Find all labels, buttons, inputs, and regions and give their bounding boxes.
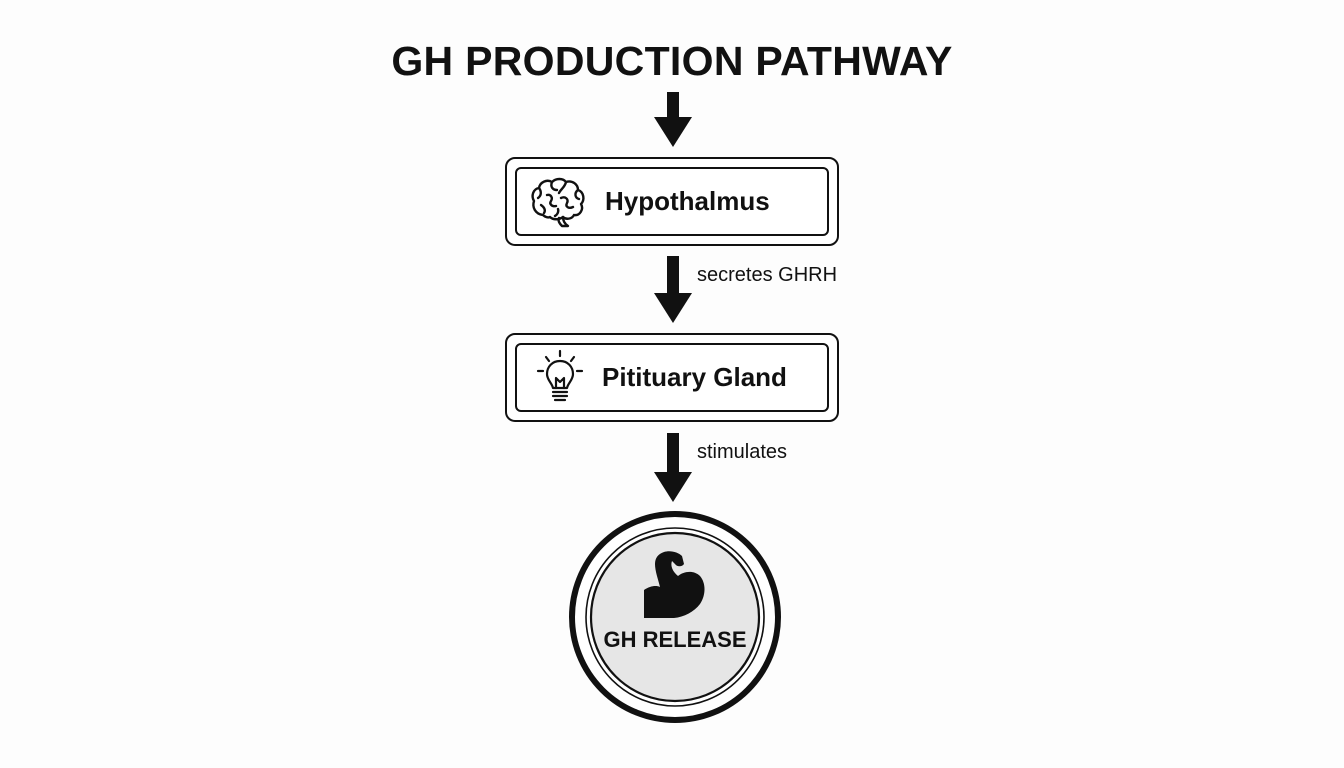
- pituitary-gland-node-inner-border: [515, 343, 829, 412]
- diagram-title: GH PRODUCTION PATHWAY: [391, 38, 953, 84]
- flexed-bicep-icon: [644, 551, 705, 618]
- pituitary-gland-label: Pitituary Gland: [602, 362, 787, 392]
- arrow-hypothalmus-to-pituitary: [654, 256, 692, 323]
- edge-label-stimulates: stimulates: [697, 441, 788, 463]
- brain-icon: [531, 177, 585, 228]
- hypothalmus-node-inner-border: [515, 167, 829, 236]
- gh-release-node: GH RELEASE: [568, 510, 782, 724]
- edge-label-secretes-ghrh: secretes GHRH: [697, 264, 838, 286]
- pituitary-gland-node: Pitituary Gland: [505, 333, 839, 422]
- arrow-pituitary-to-release: [654, 433, 692, 502]
- arrow-title-to-hypothalmus: [654, 92, 692, 147]
- lightbulb-icon: [536, 349, 584, 402]
- hypothalmus-node: Hypothalmus: [505, 157, 839, 246]
- gh-release-label: GH RELEASE: [603, 627, 747, 652]
- hypothalmus-label: Hypothalmus: [605, 186, 770, 216]
